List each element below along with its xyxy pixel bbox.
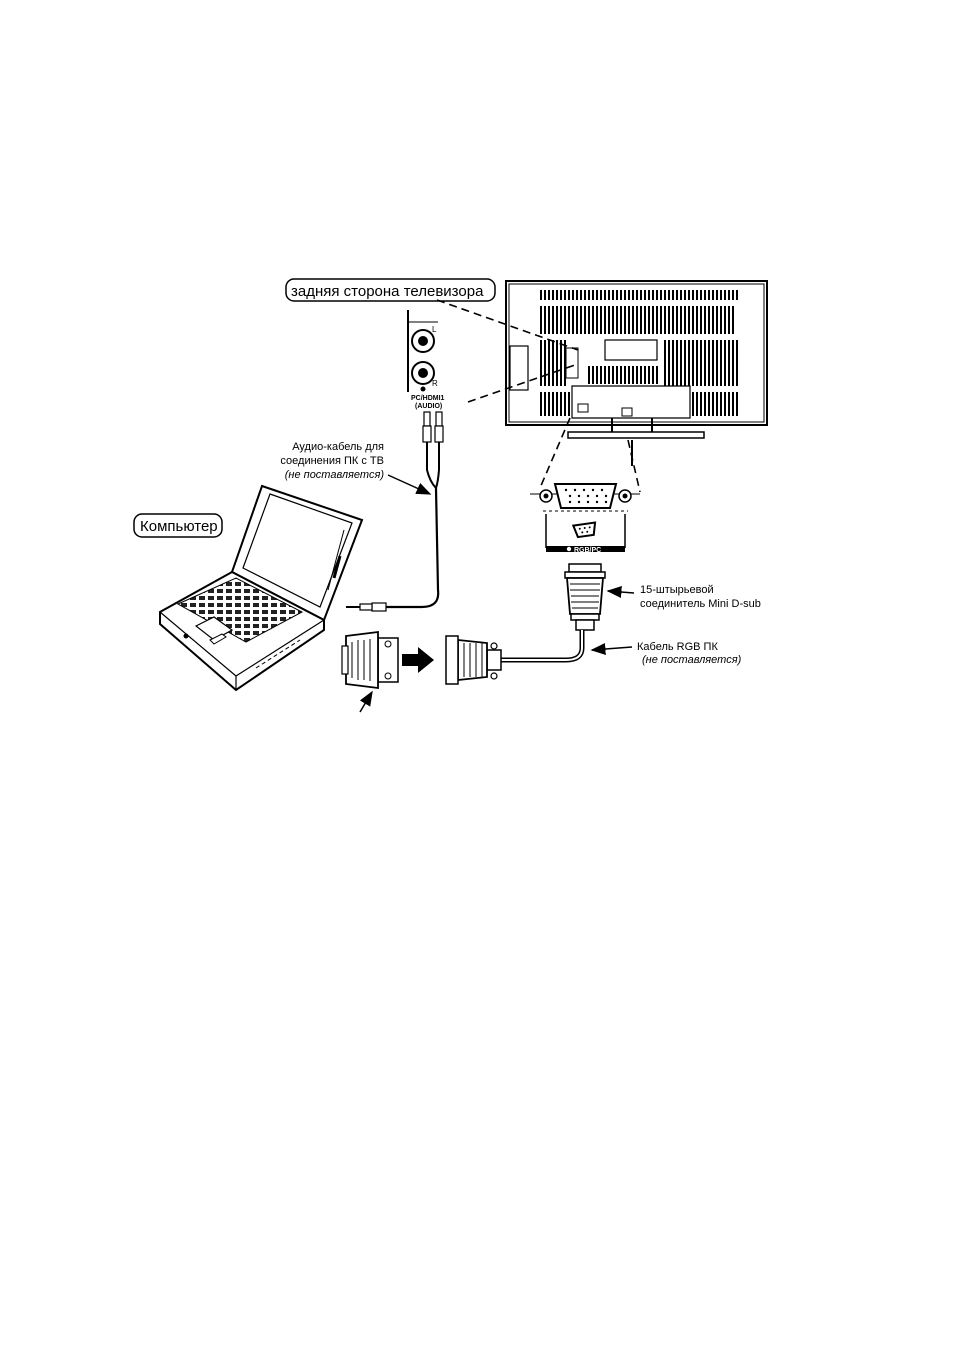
svg-text:Компьютер: Компьютер — [140, 518, 218, 535]
rgb-port-zoom: RGB/PC — [530, 484, 640, 554]
audio-port-icon — [421, 387, 426, 392]
computer-label: Компьютер — [134, 514, 222, 537]
svg-text:Кабель RGB ПК: Кабель RGB ПК — [637, 641, 718, 653]
dsub-label: 15-штырьевой соединитель Mini D-sub — [608, 584, 761, 610]
tv-rear-view — [506, 281, 767, 466]
port-audio-label-2: (AUDIO) — [415, 403, 442, 410]
svg-text:соединения ПК с ТВ: соединения ПК с ТВ — [280, 455, 384, 467]
connect-arrow — [402, 647, 434, 673]
svg-text:15-штырьевой: 15-штырьевой — [640, 584, 714, 596]
port-r-label: R — [432, 379, 438, 388]
svg-text:(не поставляется): (не поставляется) — [285, 469, 385, 481]
audio-port-panel: L R PC/HDMI1 (AUDIO) — [408, 310, 445, 410]
rgb-symbol-icon — [567, 547, 571, 551]
port-rgb-label: RGB/PC — [574, 547, 601, 554]
port-l-label: L — [432, 325, 437, 334]
svg-text:соединитель Mini D-sub: соединитель Mini D-sub — [640, 598, 761, 610]
svg-text:Аудио-кабель для: Аудио-кабель для — [292, 441, 384, 453]
dsub-adapter — [342, 632, 398, 712]
rgb-port-icon — [573, 523, 596, 538]
rgb-cable — [446, 630, 582, 684]
port-audio-label-1: PC/HDMI1 — [411, 395, 445, 402]
svg-text:(не поставляется): (не поставляется) — [642, 654, 742, 666]
svg-text:задняя сторона телевизора: задняя сторона телевизора — [291, 283, 484, 300]
audio-jack-l — [412, 330, 434, 352]
rgb-cable-label: Кабель RGB ПК (не поставляется) — [592, 641, 742, 666]
audio-jack-r — [412, 362, 434, 384]
tv-back-label: задняя сторона телевизора — [286, 279, 495, 301]
dsub-plug-vertical — [565, 564, 605, 630]
adapter-pointer — [360, 692, 372, 712]
audio-cable-label: Аудио-кабель для соединения ПК с ТВ (не … — [280, 441, 430, 494]
